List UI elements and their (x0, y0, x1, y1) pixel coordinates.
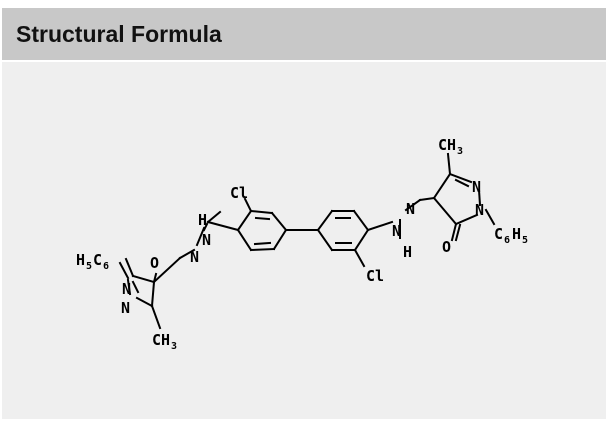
atom-n-left-ring-2: N (121, 299, 130, 317)
bond (418, 196, 436, 202)
structural-formula-diagram: Cl Cl O N N H N N N N H N N O H 5 C 6 CH (76, 136, 528, 352)
bond (353, 248, 366, 268)
atom-n-right-azo-1: N (392, 222, 401, 240)
bond (236, 209, 253, 232)
bond (131, 274, 156, 284)
bond (152, 256, 182, 284)
left-azo-linkage (178, 210, 240, 260)
panel-body: Cl Cl O N N H N N N N H N N O H 5 C 6 CH (2, 62, 606, 419)
atom-n-right-ring-1: N (472, 178, 481, 196)
bond (484, 208, 496, 226)
group-subscript: 5 (86, 261, 92, 272)
bond (150, 304, 162, 330)
group-left-h5c6: H 5 C 6 (76, 251, 109, 272)
group-left-ch3: CH 3 (152, 331, 177, 352)
bond (450, 222, 458, 242)
bond (253, 241, 272, 246)
bond (454, 178, 470, 188)
atom-o-left: O (150, 254, 159, 272)
bond (178, 248, 196, 260)
group-right-c6h5: C 6 H 5 (494, 225, 528, 246)
bond (477, 188, 482, 207)
group-main: C (93, 251, 102, 269)
left-pyrazolone-ring (118, 256, 182, 330)
right-benzene-ring (316, 209, 370, 268)
atom-o-right: O (442, 238, 451, 256)
bond (135, 296, 154, 308)
panel-title: Structural Formula (16, 20, 222, 47)
bond (404, 198, 422, 212)
bond (195, 226, 206, 247)
group-subscript: 3 (457, 146, 463, 157)
bond (432, 196, 458, 226)
bond (270, 211, 288, 232)
group-main: CH (152, 331, 170, 349)
bond (124, 257, 135, 278)
group-subscript: 6 (103, 261, 109, 272)
group-main: CH (438, 136, 456, 154)
group-right-ch3: CH 3 (438, 136, 463, 157)
bond (243, 197, 253, 213)
bond (352, 209, 370, 232)
bond (249, 209, 274, 215)
group-subscript: 6 (504, 235, 510, 246)
atom-n-left-ring-1: N (122, 280, 131, 298)
bond (249, 247, 276, 252)
bond (236, 228, 253, 252)
bond (316, 228, 334, 252)
bond (454, 213, 479, 226)
bond (150, 280, 156, 308)
bond (446, 152, 452, 176)
atom-n-left-azo-2: N (190, 248, 199, 266)
bond (254, 216, 271, 221)
bond (206, 210, 222, 224)
atom-h-right-azo: H (403, 243, 412, 261)
bond (316, 209, 334, 232)
group-subscript: 5 (522, 235, 528, 246)
panel-header: Structural Formula (2, 8, 606, 62)
structural-formula-panel: Structural Formula (2, 8, 606, 419)
bond (448, 172, 473, 184)
bond (432, 172, 452, 200)
bond (353, 228, 370, 252)
atom-n-right-azo-2: N (406, 200, 415, 218)
atom-cl-bottom: Cl (366, 267, 384, 285)
atom-n-right-ring-2: N (475, 201, 484, 219)
right-azo-linkage (366, 196, 436, 239)
group-main: H (76, 251, 85, 269)
right-pyrazolone-ring (432, 152, 496, 242)
bond (118, 261, 130, 280)
bond (272, 228, 288, 251)
atom-cl-top: Cl (230, 184, 248, 202)
bond (454, 223, 462, 242)
bond (202, 222, 209, 232)
atom-h-left-azo: H (198, 211, 207, 229)
bond (206, 220, 240, 232)
left-benzene-ring (236, 197, 288, 252)
atom-n-left-azo-1: N (202, 231, 211, 249)
bond (131, 280, 140, 294)
bond (366, 220, 394, 232)
group-main: C (494, 225, 503, 243)
group-main: H (512, 225, 521, 243)
bond (126, 278, 132, 296)
group-subscript: 3 (171, 341, 177, 352)
